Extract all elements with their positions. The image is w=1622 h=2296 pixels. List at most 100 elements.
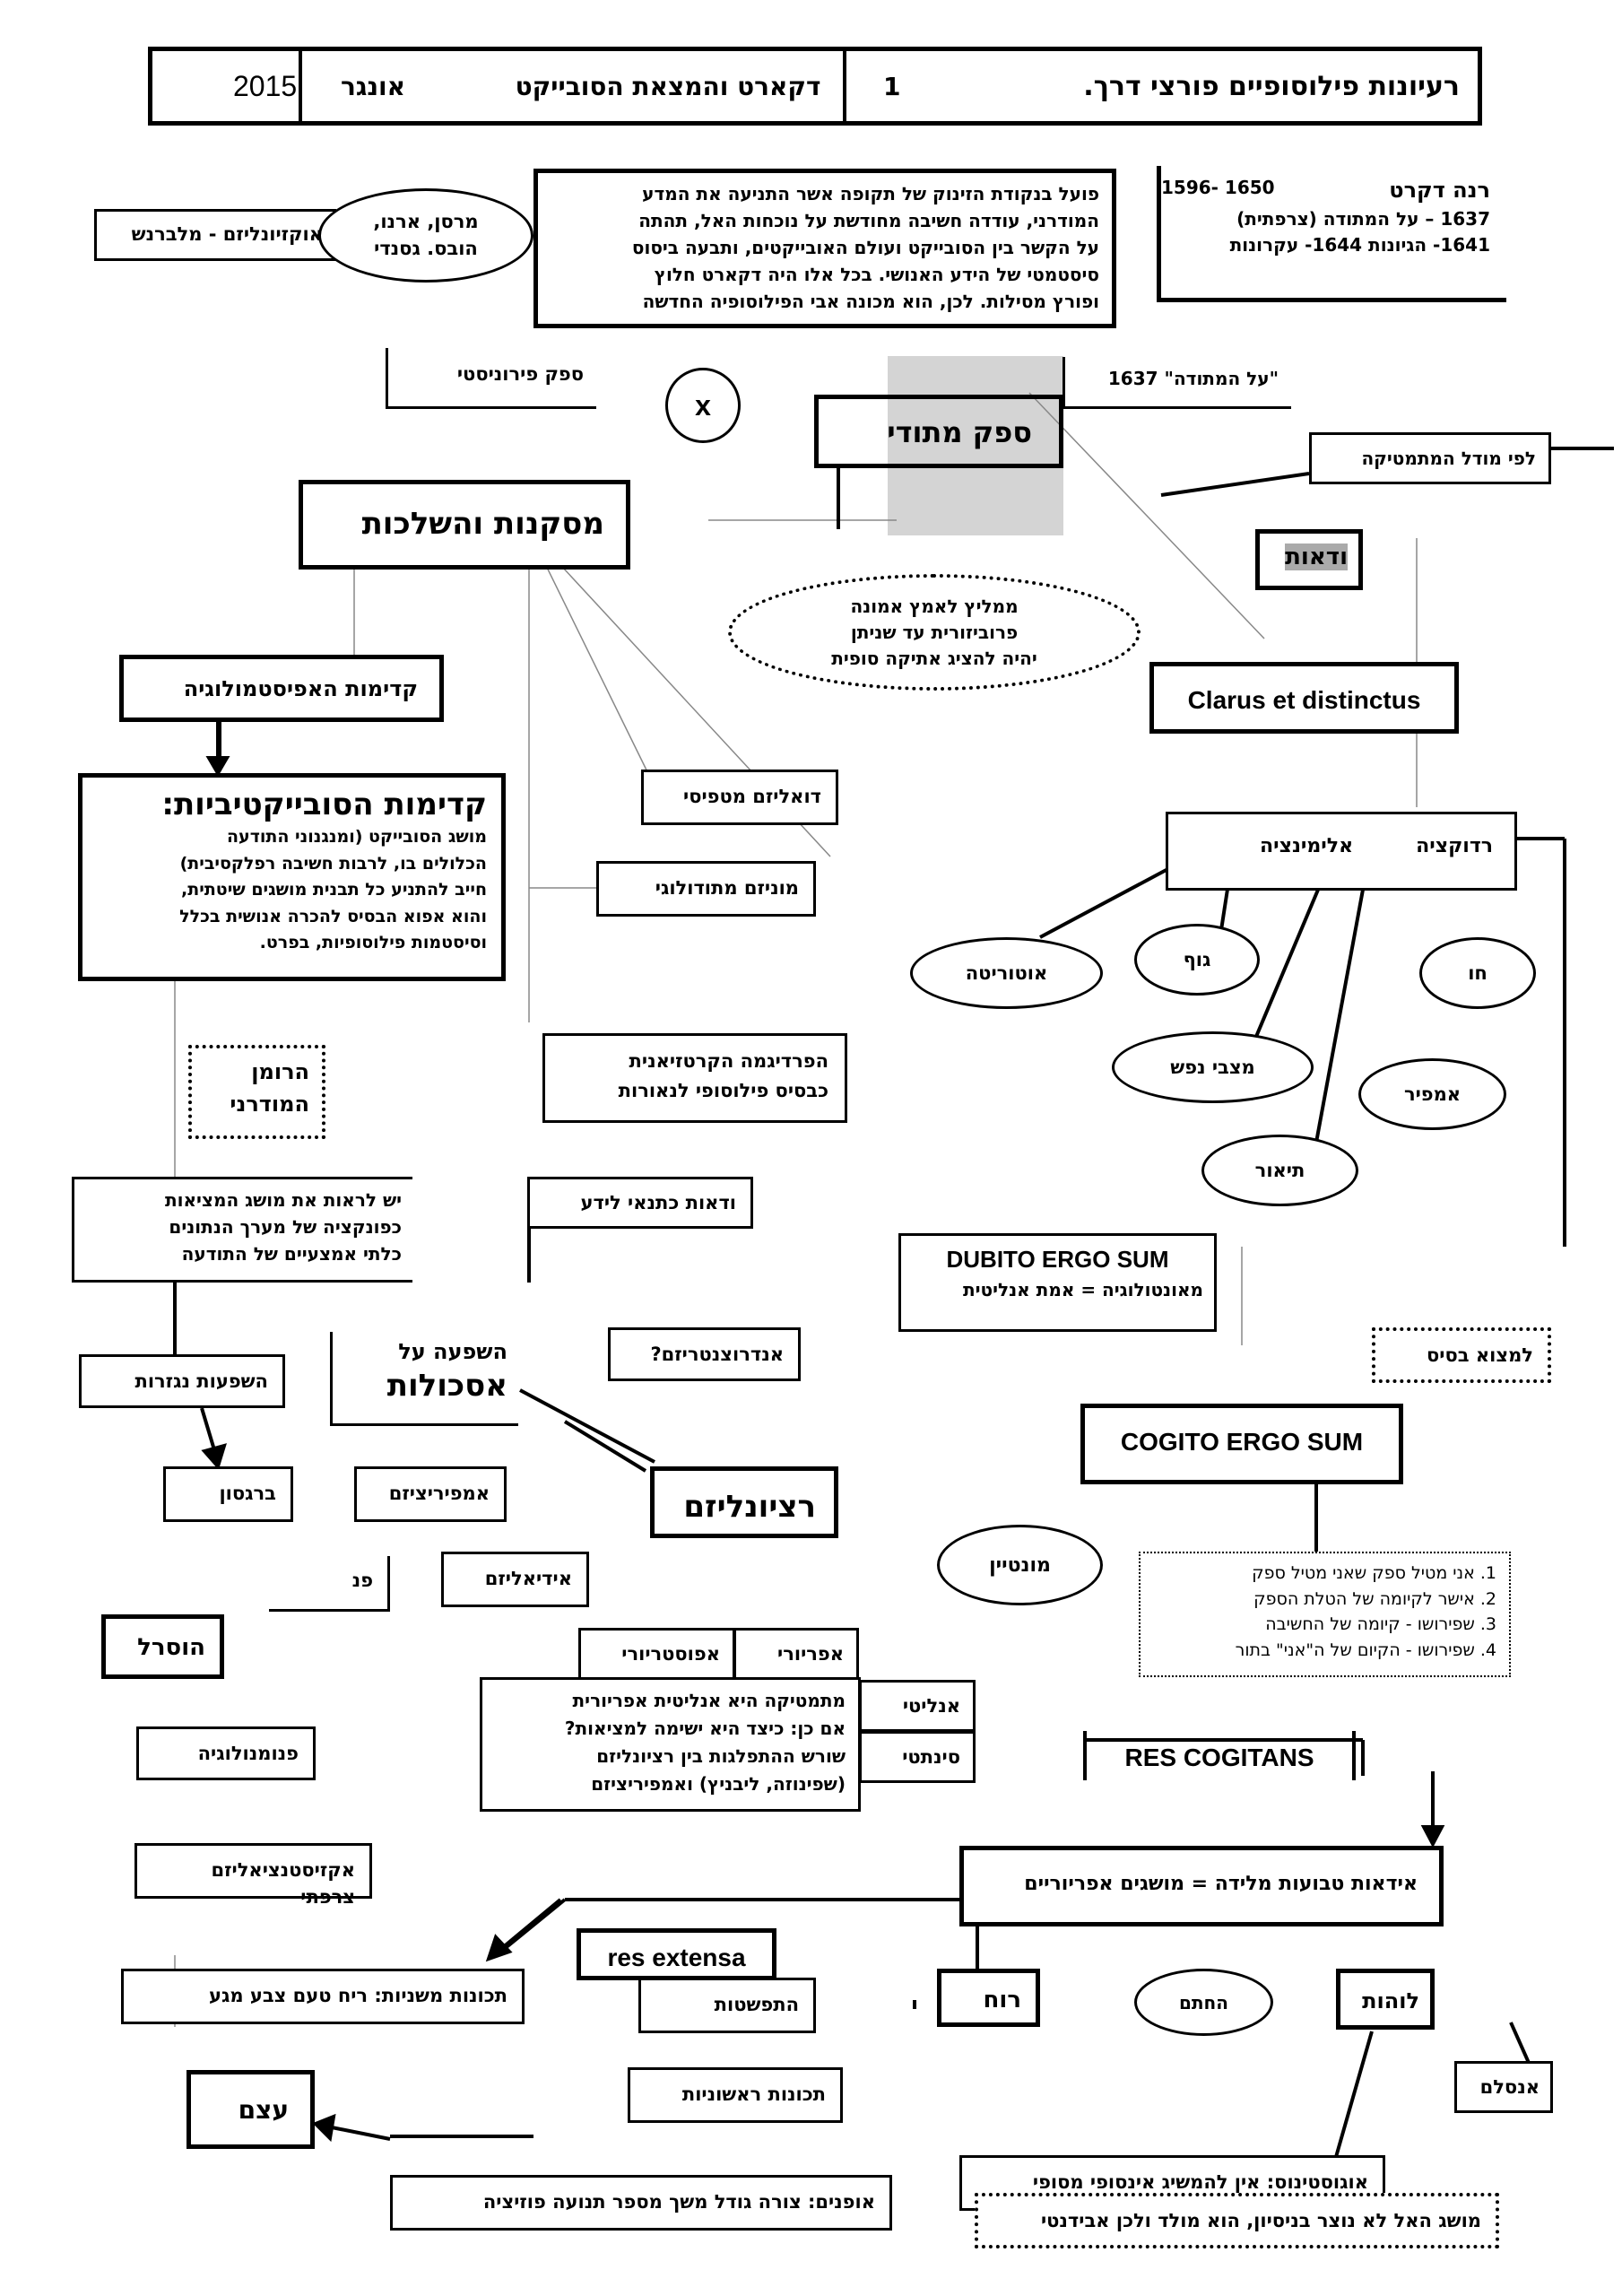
header-divider: [299, 51, 302, 121]
methodical-doubt-box: ספק מתודי: [814, 395, 1063, 468]
black-line: [1334, 2031, 1374, 2158]
black-line: [1509, 2022, 1531, 2064]
gray-line: [528, 530, 660, 796]
arrow-head: [312, 2113, 336, 2143]
arrow-head: [1420, 1825, 1445, 1848]
seal-ellipse: החתם: [1134, 1969, 1273, 2036]
substance-box: עצם: [186, 2070, 315, 2149]
x-mark-circle: x: [665, 368, 741, 443]
mersenne-ellipse: מרסן, ארנו, הובס. גסנדי: [318, 188, 533, 283]
intro-line: על הקשר בין הסובייקט ועולם האובייקטים, ו…: [631, 237, 1099, 258]
arrow-line: [200, 1407, 217, 1454]
header-subject: דקארט והמצאת הסובייקט: [515, 71, 821, 101]
reduction-label: רדוקציה: [1416, 835, 1493, 857]
mental-states-ellipse: מצבי נפש: [1112, 1031, 1314, 1103]
bergson-box: ברגסון: [163, 1466, 293, 1522]
intro-line: סיסטמטי של הידע האנושי. בכל אלו היה דקאר…: [654, 264, 1099, 285]
modern-novel-line: המודרני: [230, 1091, 309, 1117]
husserl-box: הוסרל: [101, 1614, 224, 1679]
analytic-box: אנליטי: [859, 1680, 976, 1732]
subjectivity-line: הכלולים בו, לרבות חשיבה רפלקסיבית): [179, 853, 487, 874]
certainty-condition-box: ודאות כתנאי לידע: [527, 1177, 753, 1229]
dubito-line: מאונטולוגיה = אמת אנליטית: [962, 1278, 1203, 1300]
bio-years: 1596- 1650: [1161, 177, 1275, 198]
mersenne-line: הובס. גסנדי: [374, 237, 478, 259]
derived-influences-box: השפעות נגזרות: [79, 1354, 285, 1408]
reality-line: יש לראות את מושג המציאות: [164, 1189, 402, 1211]
intro-line: ופורץ מסילות. לכן, הוא מכונה אבי הפילוסו…: [642, 291, 1099, 312]
certainty-box: ודאות: [1255, 529, 1363, 590]
occasionalism-box: אוקזיונליזם - מלברנש: [94, 209, 336, 261]
res-extensa-box: res extensa: [577, 1928, 776, 1980]
modes-box: אופנים: צורה גודל משך מספר תנועה פוזיציה: [390, 2175, 892, 2231]
metaphysical-dualism-box: דואליזם מטפיסי: [641, 770, 838, 825]
math-line: שורש ההתפלגות בין רציונליזם: [596, 1745, 846, 1767]
epistemology-primacy-box: קדימות האפיסטמולוגיה: [119, 655, 444, 722]
pan-box: פנ: [269, 1556, 390, 1612]
math-line: (שפינוזה, ליבניץ) ואמפיריציזם: [591, 1773, 846, 1795]
cogito-box: COGITO ERGO SUM: [1080, 1404, 1403, 1484]
header-number: 1: [883, 71, 901, 101]
header-box: רעיונות פילוסופיים פורצי דרך. 1 דקארט וה…: [148, 47, 1482, 126]
conclusions-box: מסקנות והשלכות: [299, 480, 630, 570]
modern-novel-line: הרומן: [251, 1059, 309, 1084]
bio-name: רנה דקרט: [1389, 178, 1490, 203]
cogito-step: 3. שפירושו - קיומה של החשיבה: [1265, 1614, 1496, 1634]
reality-box: יש לראות את מושג המציאות כפונקציה של מער…: [72, 1177, 412, 1283]
arrow-head: [205, 756, 230, 777]
black-line: [1312, 889, 1365, 1158]
cogito-step: 1. אני מטיל ספק שאני מטיל ספק: [1252, 1563, 1496, 1583]
synthetic-box: סינתטי: [859, 1731, 976, 1783]
header-year: 2015: [233, 69, 298, 102]
find-basis-box: למצוא בסיס: [1372, 1327, 1551, 1383]
reality-line: כפונקציה של מערך הנתונים: [169, 1216, 402, 1238]
a-posteriori-box: אפוסטריורי: [578, 1628, 735, 1680]
intro-line: המודרני, עודדה חשיבה מחודשת על נוכחות הא…: [638, 210, 1099, 231]
description-ellipse: תיאור: [1201, 1135, 1358, 1206]
dubito-box: DUBITO ERGO SUM מאונטולוגיה = אמת אנליטי…: [898, 1233, 1217, 1332]
header-divider: [843, 51, 846, 121]
black-line: [1249, 889, 1320, 1050]
res-cogitans-label: RES COGITANS: [1124, 1744, 1314, 1771]
bio-line: 1637 – על המתודה (צרפתית): [1236, 207, 1490, 230]
reality-line: כלתי אמצעיים של התודעה: [181, 1243, 402, 1265]
subjectivity-title: קדימות הסובייקטיביות:: [161, 787, 487, 822]
authority-ellipse: אוטוריטה: [910, 937, 1103, 1009]
cogito-step: 4. שפירושו - הקיום של ה"אני" בתור: [1235, 1639, 1496, 1660]
schools-line: אסכולות: [386, 1368, 507, 1405]
paradigm-line: כבסיס פילוסופי לנאורות: [618, 1079, 828, 1101]
sense-ellipse: חו: [1419, 937, 1536, 1009]
on-method-box: "על המתודה" 1637: [1063, 357, 1291, 409]
reduction-elimination-box: רדוקציה אלימינציה: [1166, 812, 1517, 891]
phenomenology-box: פנומנולוגיה: [136, 1726, 316, 1780]
cogito-steps-box: 1. אני מטיל ספק שאני מטיל ספק 2. אישר לק…: [1139, 1552, 1511, 1677]
gray-line: [1028, 392, 1265, 639]
clarus-box: Clarus et distinctus: [1149, 662, 1459, 734]
elimination-label: אלימינציה: [1259, 835, 1354, 857]
idealism-box: אידיאליזם: [441, 1552, 589, 1607]
arrow-head: [201, 1443, 227, 1471]
schools-line: השפעה על: [398, 1339, 507, 1364]
black-line: [1160, 472, 1310, 497]
provisional-line: ממליץ לאמץ אמונה: [850, 595, 1019, 617]
bio-line: 1641- הגיונות 1644- עקרונות: [1229, 233, 1490, 256]
modern-novel-box: הרומן המודרני: [188, 1045, 325, 1139]
primary-qualities-box: תכונות ראשוניות: [628, 2067, 843, 2123]
header-title: רעיונות פילוסופיים פורצי דרך.: [1083, 70, 1460, 102]
arrow-head: [485, 1934, 513, 1962]
intro-line: פועל בנקודת הזינוק של תקופה אשר התניעה א…: [642, 183, 1099, 204]
math-line: מתמטיקה היא אנליטית אפריורית: [572, 1690, 846, 1711]
provisional-line: יהיה להציג אתיקה סופית: [831, 647, 1037, 669]
cogito-step: 2. אישר לקיומה של הטלת הספק: [1253, 1588, 1496, 1609]
dubito-title: DUBITO ERGO SUM: [946, 1246, 1169, 1273]
empiricism-box: אמפיריציזם: [354, 1466, 507, 1522]
innate-ideas-box: אידאות טבועות מלידה = מושגים אפריוריים: [959, 1846, 1444, 1926]
doubt-shade: [888, 356, 1063, 535]
math-model-box: לפי מודל המתמטיקה: [1309, 432, 1551, 484]
montaigne-ellipse: מונטיין: [937, 1525, 1103, 1605]
a-priori-box: אפריורי: [733, 1628, 859, 1680]
body-ellipse: גוף: [1134, 924, 1260, 996]
methodological-monism-box: מוניזם מתודולוגי: [596, 861, 816, 917]
black-line: [500, 1898, 567, 1952]
